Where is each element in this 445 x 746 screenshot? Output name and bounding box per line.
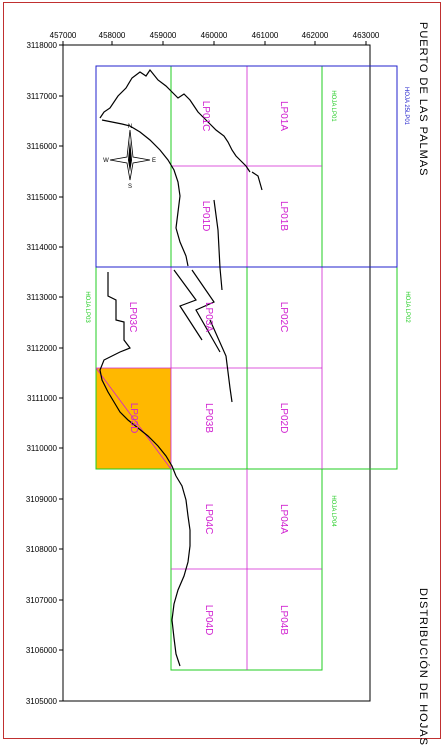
sheet-label: LP02D bbox=[278, 403, 289, 434]
map-title: PUERTO DE LAS PALMAS bbox=[417, 22, 429, 177]
map-frame bbox=[3, 2, 441, 739]
y-tick-label: 3116000 bbox=[26, 142, 57, 151]
sheet-label: LP01B bbox=[278, 201, 289, 231]
coastline-port-west bbox=[99, 272, 177, 477]
compass-west-label: W bbox=[103, 158, 109, 164]
coastline-isleta bbox=[101, 119, 189, 267]
pier-east bbox=[213, 199, 223, 291]
y-tick-label: 3109000 bbox=[26, 495, 58, 504]
y-tick-label: 3111000 bbox=[27, 394, 58, 403]
sheet-label: LP01D bbox=[200, 201, 211, 232]
coastline-north bbox=[99, 68, 251, 173]
breakwater-2 bbox=[191, 269, 221, 353]
x-tick-label: 457000 bbox=[50, 31, 77, 40]
group-label-lp04: HOJA LP04 bbox=[330, 495, 336, 527]
sheet-label: LP04D bbox=[203, 605, 214, 636]
x-tick-label: 462000 bbox=[302, 31, 329, 40]
sheet-label: LP04A bbox=[278, 504, 289, 534]
x-tick-label: 458000 bbox=[99, 31, 126, 40]
x-tick-label: 459000 bbox=[150, 31, 177, 40]
y-tick-label: 3105000 bbox=[26, 697, 58, 706]
group-label-25lp01: HOJA 25LP01 bbox=[403, 87, 409, 126]
y-tick-label: 3114000 bbox=[26, 243, 57, 252]
sheet-label: LP02C bbox=[278, 302, 289, 333]
y-tick-label: 3107000 bbox=[26, 596, 58, 605]
y-tick-label: 3113000 bbox=[26, 293, 57, 302]
sheet-label: LP01A bbox=[278, 101, 289, 131]
sheet-label: LP03C bbox=[127, 302, 138, 333]
sheet-labels: LP01C LP01A LP01D LP01B LP03C LP03A LP02… bbox=[127, 101, 289, 636]
sheet-label: LP03B bbox=[203, 403, 214, 433]
x-tick-label: 461000 bbox=[252, 31, 279, 40]
group-label-lp01: HOJA LP01 bbox=[330, 90, 336, 122]
y-axis-ticks: 3118000 3117000 3116000 3115000 3114000 … bbox=[26, 41, 63, 706]
sheet-label: LP03A bbox=[203, 302, 214, 332]
compass-south-label: S bbox=[128, 184, 132, 190]
y-tick-label: 3108000 bbox=[26, 545, 58, 554]
y-tick-label: 3118000 bbox=[26, 41, 57, 50]
sheet-lp04-outline bbox=[170, 468, 323, 671]
sheet-group-labels: HOJA 25LP01 HOJA LP01 HOJA LP02 HOJA LP0… bbox=[84, 87, 410, 527]
coastline-south bbox=[171, 475, 191, 667]
plot-border bbox=[62, 44, 371, 702]
sheet-label: LP04C bbox=[203, 504, 214, 535]
sheet-label: LP01C bbox=[200, 101, 211, 132]
breakwater-1 bbox=[173, 269, 203, 341]
y-tick-label: 3117000 bbox=[26, 92, 57, 101]
sheet-label: LP04B bbox=[278, 605, 289, 635]
coastline bbox=[99, 68, 263, 667]
coastline-hint bbox=[251, 171, 263, 191]
compass-needle-icon bbox=[128, 140, 132, 172]
y-tick-label: 3106000 bbox=[26, 646, 58, 655]
map-subtitle: DISTRIBUCIÓN DE HOJAS bbox=[417, 588, 429, 746]
group-label-lp02: HOJA LP02 bbox=[404, 291, 410, 323]
sheet-25lp01-outline bbox=[95, 65, 398, 268]
x-tick-label: 463000 bbox=[353, 31, 380, 40]
breakwater-3 bbox=[209, 319, 233, 403]
group-label-lp03: HOJA LP03 bbox=[84, 291, 90, 323]
x-axis-ticks: 457000 458000 459000 460000 461000 46200… bbox=[50, 31, 380, 45]
compass-north-label: N bbox=[128, 124, 132, 130]
y-tick-label: 3112000 bbox=[26, 344, 57, 353]
compass-east-label: E bbox=[152, 158, 156, 164]
y-tick-label: 3115000 bbox=[26, 193, 57, 202]
compass-rose: N S E W bbox=[103, 124, 156, 190]
sheet-label: LP03D bbox=[128, 403, 139, 434]
x-tick-label: 460000 bbox=[201, 31, 228, 40]
subdivision-line bbox=[95, 367, 172, 470]
y-tick-label: 3110000 bbox=[26, 444, 57, 453]
